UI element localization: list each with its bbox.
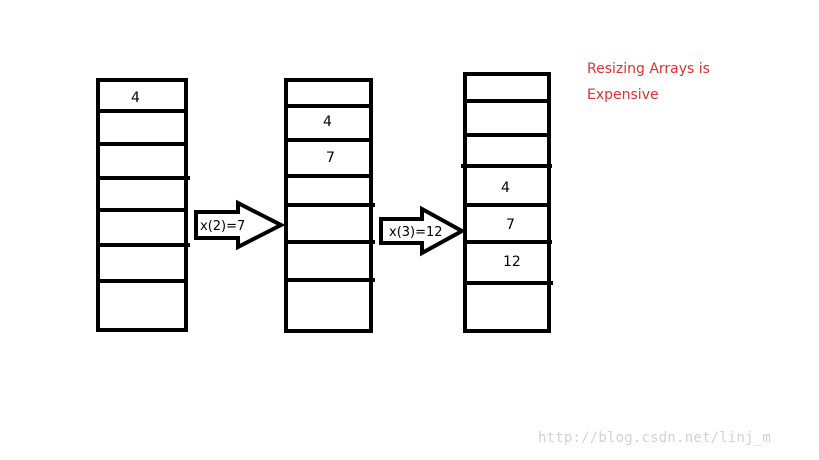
array-2-cell-1: 4	[323, 114, 332, 130]
arrow-2-label: x(3)=12	[389, 225, 443, 240]
array-3-cell-5: 12	[503, 254, 521, 270]
watermark: http://blog.csdn.net/linj_m	[538, 430, 771, 446]
array-3-cell-4: 7	[506, 217, 515, 233]
array-1-cell-0: 4	[131, 90, 140, 106]
arrow-1-label: x(2)=7	[200, 219, 245, 234]
arrow-2-shape	[379, 205, 467, 257]
annotation-line-2: Expensive	[587, 87, 659, 103]
array-3: 4 7 12	[461, 72, 553, 333]
array-3-frame	[463, 72, 551, 333]
arrow-1: x(2)=7	[194, 199, 286, 251]
annotation-line-1: Resizing Arrays is	[587, 61, 710, 77]
array-2: 4 7	[284, 78, 375, 333]
array-2-cell-2: 7	[326, 150, 335, 166]
arrow-1-shape	[194, 199, 286, 251]
array-3-cell-3: 4	[501, 180, 510, 196]
arrow-2: x(3)=12	[379, 205, 467, 257]
array-1: 4	[96, 78, 190, 332]
annotation-note: Resizing Arrays is Expensive	[587, 56, 710, 108]
array-1-frame	[96, 78, 188, 332]
